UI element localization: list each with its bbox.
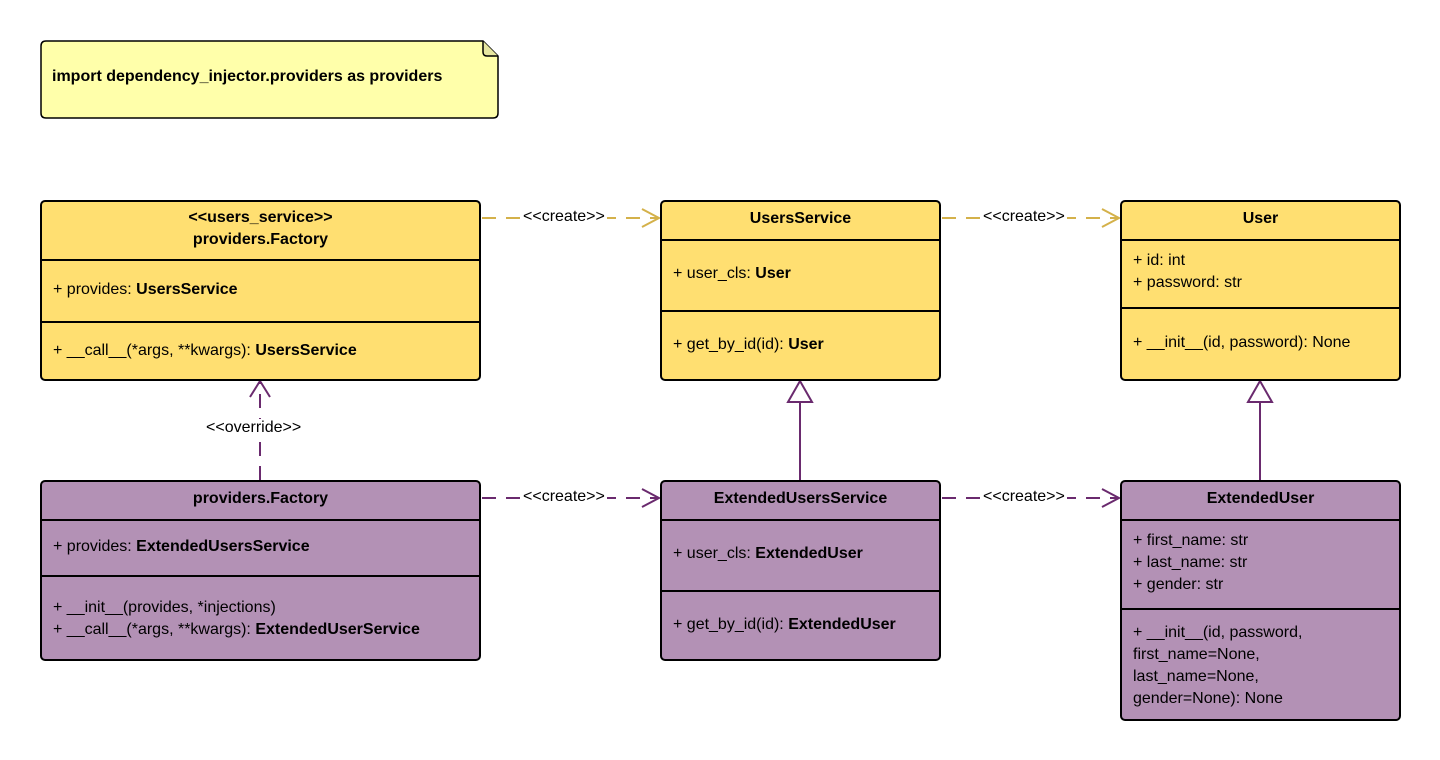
attribute: + user_cls: User	[673, 265, 791, 282]
users-service-factory-class[interactable]: <<users_service>> providers.Factory + pr…	[40, 200, 481, 381]
class-name: UsersService	[749, 210, 852, 227]
operations-section: + __init__(provides, *injections) + __ca…	[42, 575, 479, 659]
class-header: providers.Factory	[42, 488, 479, 520]
stereotype: <<users_service>>	[188, 209, 333, 226]
operations-section: + __call__(*args, **kwargs): UsersServic…	[42, 321, 479, 379]
operations-section: + get_by_id(id): ExtendedUser	[662, 590, 939, 659]
class-name: providers.Factory	[192, 231, 329, 248]
inheritance-triangle-service	[786, 378, 814, 403]
extended-user-class[interactable]: ExtendedUser + first_name: str + last_na…	[1120, 480, 1401, 721]
operation: last_name=None,	[1133, 668, 1259, 685]
operation: + __init__(id, password,	[1133, 624, 1303, 641]
class-header: <<users_service>> providers.Factory	[42, 207, 479, 257]
operation: + __init__(id, password): None	[1133, 334, 1351, 351]
class-name: ExtendedUsersService	[713, 490, 888, 507]
class-header: ExtendedUser	[1122, 488, 1399, 520]
import-note: import dependency_injector.providers as …	[40, 40, 499, 119]
create-label-1: <<create>>	[521, 208, 607, 226]
attributes-section: + provides: UsersService	[42, 259, 479, 321]
class-name: ExtendedUser	[1206, 490, 1315, 507]
override-arrowhead	[249, 379, 271, 398]
users-service-class[interactable]: UsersService + user_cls: User + get_by_i…	[660, 200, 941, 381]
operation: gender=None): None	[1133, 690, 1283, 707]
extended-factory-class[interactable]: providers.Factory + provides: ExtendedUs…	[40, 480, 481, 661]
attributes-section: + user_cls: ExtendedUser	[662, 519, 939, 590]
note-text: import dependency_injector.providers as …	[52, 68, 443, 85]
attribute: + provides: UsersService	[53, 281, 238, 298]
attribute: + last_name: str	[1133, 554, 1248, 571]
operation: first_name=None,	[1133, 646, 1260, 663]
operation: + get_by_id(id): User	[673, 336, 824, 353]
operation: + get_by_id(id): ExtendedUser	[673, 616, 896, 633]
create-arrowhead-4	[1101, 488, 1122, 508]
attribute: + password: str	[1133, 274, 1242, 291]
extended-users-service-class[interactable]: ExtendedUsersService + user_cls: Extende…	[660, 480, 941, 661]
create-arrowhead-2	[1101, 208, 1122, 228]
operations-section: + __init__(id, password): None	[1122, 307, 1399, 379]
attribute: + provides: ExtendedUsersService	[53, 538, 310, 555]
user-class[interactable]: User + id: int + password: str + __init_…	[1120, 200, 1401, 381]
attribute: + id: int	[1133, 252, 1186, 269]
create-label-4: <<create>>	[981, 488, 1067, 506]
create-label-2: <<create>>	[981, 208, 1067, 226]
attribute: + first_name: str	[1133, 532, 1249, 549]
inheritance-triangle-user	[1246, 378, 1274, 403]
class-header: ExtendedUsersService	[662, 488, 939, 520]
operation: + __call__(*args, **kwargs): ExtendedUse…	[53, 621, 420, 638]
class-name: User	[1242, 210, 1279, 227]
override-label: <<override>>	[204, 419, 304, 437]
attributes-section: + provides: ExtendedUsersService	[42, 519, 479, 575]
attributes-section: + first_name: str + last_name: str + gen…	[1122, 519, 1399, 608]
class-header: User	[1122, 208, 1399, 240]
class-name: providers.Factory	[192, 490, 329, 507]
operation: + __call__(*args, **kwargs): UsersServic…	[53, 342, 357, 359]
attributes-section: + id: int + password: str	[1122, 239, 1399, 307]
operations-section: + get_by_id(id): User	[662, 310, 939, 379]
create-arrowhead-3	[641, 488, 662, 508]
operation: + __init__(provides, *injections)	[53, 599, 276, 616]
attribute: + user_cls: ExtendedUser	[673, 545, 863, 562]
note-shape	[40, 40, 499, 119]
create-arrowhead-1	[641, 208, 662, 228]
attributes-section: + user_cls: User	[662, 239, 939, 310]
create-label-3: <<create>>	[521, 488, 607, 506]
attribute: + gender: str	[1133, 576, 1224, 593]
class-header: UsersService	[662, 208, 939, 240]
operations-section: + __init__(id, password, first_name=None…	[1122, 608, 1399, 719]
